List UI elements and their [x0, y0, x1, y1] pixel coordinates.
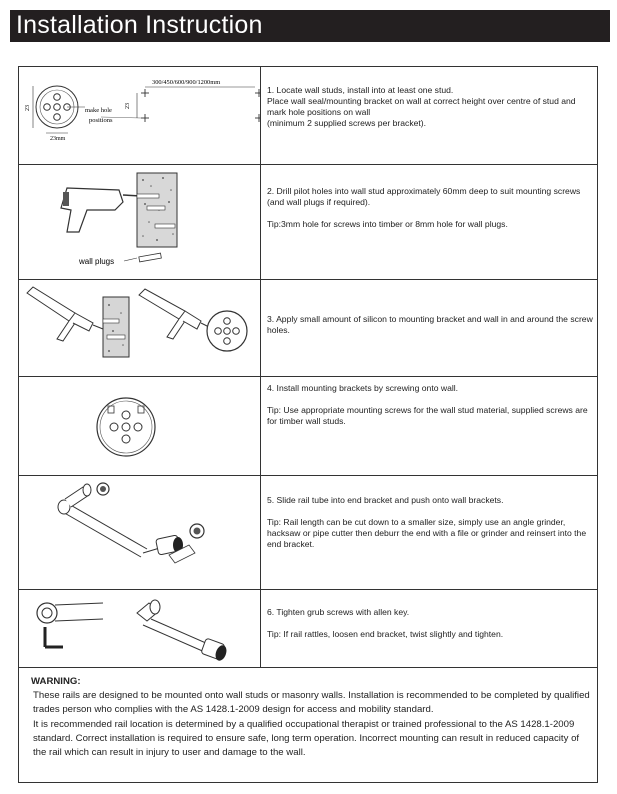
- row-divider: [19, 164, 597, 165]
- instruction-table: 23 23mm make hole positions 23 300/450/6…: [18, 66, 598, 783]
- step-5: 5. Slide rail tube into end bracket and …: [267, 495, 593, 550]
- spacing-label: 300/450/600/900/1200mm: [152, 79, 220, 86]
- step-4-text: 4. Install mounting brackets by screwing…: [267, 383, 459, 393]
- step4-illustration: [96, 397, 156, 457]
- step-5-text: 5. Slide rail tube into end bracket and …: [267, 495, 504, 505]
- step2-illustration: wall plugs: [60, 172, 178, 266]
- warning-heading: WARNING:: [31, 676, 81, 687]
- step-6-text: 6. Tighten grub screws with allen key.: [267, 607, 410, 617]
- step-6-tip: Tip: If rail rattles, loosen end bracket…: [267, 629, 504, 639]
- step1-illustration: 23 23mm make hole positions 23 300/450/6…: [25, 79, 260, 142]
- warning-paragraph-1: These rails are designed to be mounted o…: [33, 690, 590, 716]
- step-6: 6. Tighten grub screws with allen key. T…: [267, 607, 593, 640]
- step-5-tip: Tip: Rail length can be cut down to a sm…: [267, 517, 587, 549]
- step-2-text: 2. Drill pilot holes into wall stud appr…: [267, 186, 581, 207]
- row-divider: [19, 376, 597, 377]
- step6-illustration: [36, 599, 227, 661]
- row-divider: [19, 589, 597, 590]
- step3-illustration: [26, 286, 248, 358]
- column-divider: [260, 67, 261, 667]
- dim-23-vertical-label: 23: [25, 105, 31, 111]
- step-1: 1. Locate wall studs, install into at le…: [267, 85, 593, 129]
- step-4-tip: Tip: Use appropriate mounting screws for…: [267, 405, 588, 426]
- warning-paragraph-2: It is recommended rail location is deter…: [33, 718, 580, 759]
- dim-23-side-label: 23: [125, 103, 131, 109]
- step-2: 2. Drill pilot holes into wall stud appr…: [267, 186, 593, 230]
- step-3: 3. Apply small amount of silicon to moun…: [267, 314, 593, 336]
- step-3-text: 3. Apply small amount of silicon to moun…: [267, 314, 593, 335]
- page-title: Installation Instruction: [16, 11, 263, 39]
- positions-label: positions: [89, 117, 113, 124]
- step5-illustration: [57, 482, 205, 564]
- make-hole-label: make hole: [85, 107, 112, 114]
- row-divider: [19, 279, 597, 280]
- row-divider: [19, 475, 597, 476]
- warning-section: WARNING: These rails are designed to be …: [31, 675, 593, 760]
- step-4: 4. Install mounting brackets by screwing…: [267, 383, 593, 427]
- title-bar: Installation Instruction: [10, 10, 610, 42]
- wall-plugs-label: wall plugs: [78, 257, 114, 266]
- step-1-text: 1. Locate wall studs, install into at le…: [267, 85, 576, 128]
- row-divider: [19, 667, 597, 668]
- dim-23-bottom-label: 23mm: [50, 136, 66, 142]
- step-2-tip: Tip:3mm hole for screws into timber or 8…: [267, 219, 508, 229]
